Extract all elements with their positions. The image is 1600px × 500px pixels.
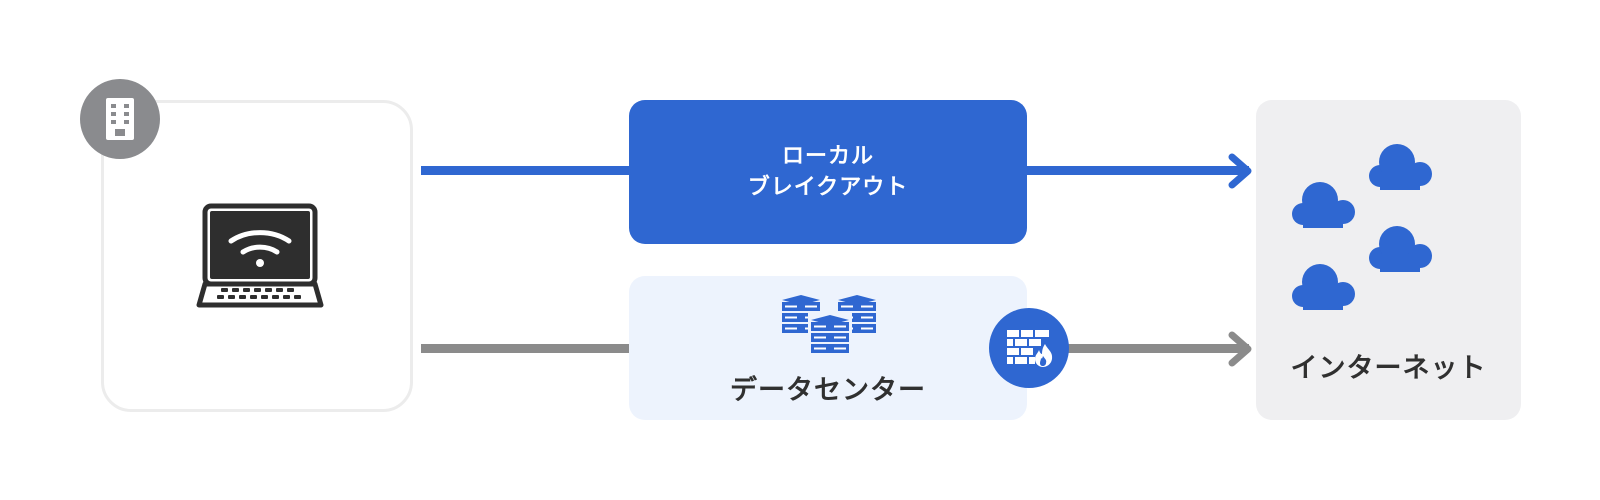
server-stack-icon (780, 295, 880, 371)
local-breakout-box: ローカル ブレイクアウト (629, 100, 1027, 244)
datacenter-outbound-line (1065, 344, 1249, 353)
internet-label: インターネット (1290, 353, 1487, 384)
local-breakout-outbound-line (1027, 166, 1249, 175)
firewall-icon (1007, 330, 1053, 367)
cloud-icon (1369, 226, 1432, 272)
laptop-wifi-icon (195, 203, 325, 315)
datacenter-label: データセンター (730, 375, 926, 406)
building-icon (106, 98, 134, 140)
cloud-cluster (1292, 144, 1432, 310)
cloud-icon (1292, 264, 1355, 310)
cloud-icon (1369, 144, 1432, 190)
firewall-badge (989, 308, 1069, 388)
local-breakout-inbound-line (421, 166, 631, 175)
datacenter-inbound-line (421, 344, 631, 353)
cloud-icon (1292, 182, 1355, 228)
datacenter-arrow-icon (1228, 331, 1252, 367)
local-breakout-label-line1: ローカル (781, 144, 874, 169)
local-breakout-arrow-icon (1228, 153, 1252, 189)
local-breakout-label-line2: ブレイクアウト (747, 175, 909, 200)
building-badge (80, 79, 160, 159)
